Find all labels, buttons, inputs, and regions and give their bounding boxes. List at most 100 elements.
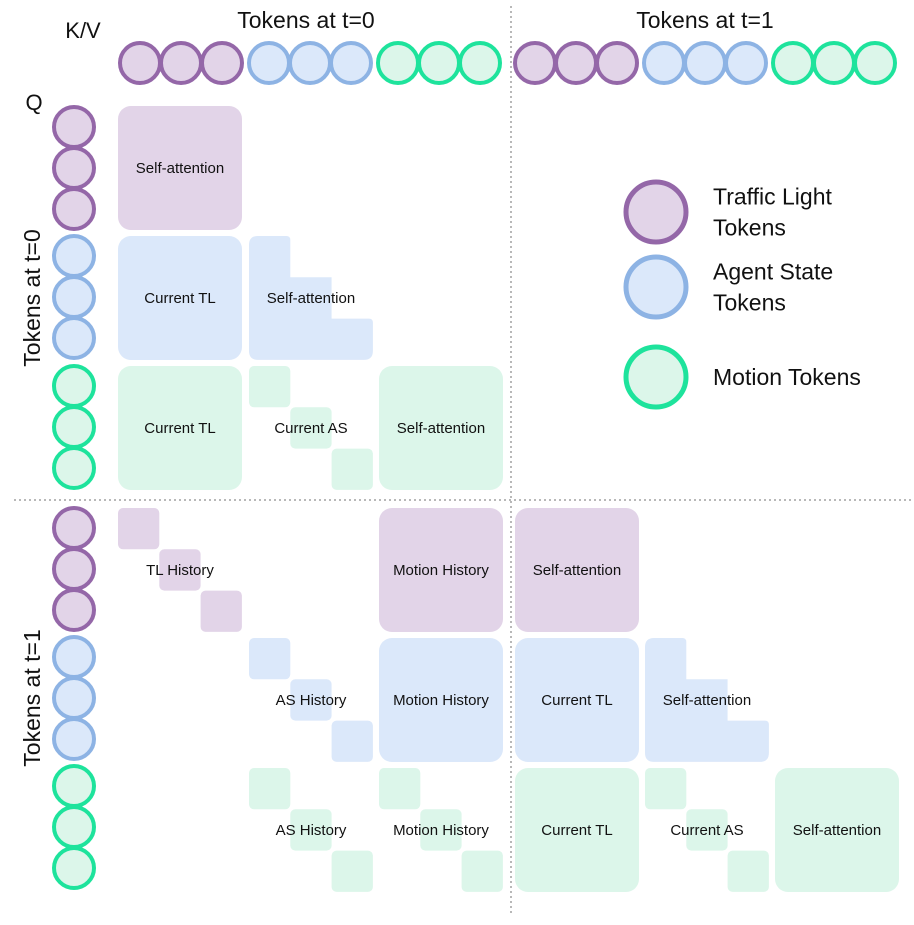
block-cell <box>249 768 291 810</box>
block-cell <box>420 809 462 851</box>
kv-token-circle <box>159 41 203 85</box>
kv-token-circle <box>376 41 420 85</box>
kv-token-circle <box>200 41 244 85</box>
token-circles <box>52 41 897 890</box>
q-token-circle <box>52 446 96 490</box>
kv-token-circle <box>642 41 686 85</box>
mask-block: Self-attention <box>118 106 242 230</box>
q-token-circle <box>52 846 96 890</box>
block-label: Current TL <box>541 822 612 839</box>
block-label: TL History <box>146 562 214 579</box>
legend-label: Tokens <box>713 215 786 241</box>
mask-block: Self-attention <box>379 366 503 490</box>
block-label: Motion History <box>393 822 489 839</box>
mask-block: Self-attention <box>515 508 639 632</box>
block-label: Current AS <box>670 822 743 839</box>
q-token-circle <box>52 506 96 550</box>
q-token-circle <box>52 146 96 190</box>
block-fill <box>118 106 242 230</box>
mask-block: Current TL <box>515 768 639 892</box>
block-cell <box>645 768 687 810</box>
kv-token-circle <box>771 41 815 85</box>
block-cell <box>249 366 291 408</box>
kv-token-circle <box>417 41 461 85</box>
mask-block: AS History <box>249 768 373 892</box>
legend-label: Traffic Light <box>713 184 832 210</box>
col-group-label-t0: Tokens at t=0 <box>237 7 374 33</box>
q-token-circle <box>52 588 96 632</box>
block-cell <box>727 850 769 892</box>
q-token-circle <box>52 717 96 761</box>
kv-token-circle <box>595 41 639 85</box>
legend-swatch <box>623 344 689 410</box>
mask-block: Current TL <box>515 638 639 762</box>
mask-block: Motion History <box>379 508 503 632</box>
kv-token-circle <box>513 41 557 85</box>
q-label: Q <box>25 90 42 115</box>
block-label: Self-attention <box>793 822 881 839</box>
row-group-label-t1: Tokens at t=1 <box>19 629 45 766</box>
mask-block: Self-attention <box>249 236 373 360</box>
kv-label: K/V <box>65 18 101 43</box>
block-label: Self-attention <box>397 420 485 437</box>
kv-token-circle <box>812 41 856 85</box>
mask-block: Current AS <box>249 366 373 490</box>
block-label: Motion History <box>393 692 489 709</box>
mask-block: Current AS <box>645 768 769 892</box>
block-fill <box>249 236 373 360</box>
block-fill <box>118 236 242 360</box>
q-token-circle <box>52 405 96 449</box>
mask-block: Motion History <box>379 768 503 892</box>
mask-block: Motion History <box>379 638 503 762</box>
kv-token-circle <box>554 41 598 85</box>
q-token-circle <box>52 635 96 679</box>
legend-swatch <box>623 254 689 320</box>
q-token-circle <box>52 316 96 360</box>
kv-token-circle <box>724 41 768 85</box>
block-label: Self-attention <box>663 692 751 709</box>
q-token-circle <box>52 364 96 408</box>
kv-token-circle <box>288 41 332 85</box>
q-token-circle <box>52 234 96 278</box>
block-cell <box>331 850 373 892</box>
block-fill <box>379 638 503 762</box>
block-cell <box>290 407 332 449</box>
q-token-circle <box>52 676 96 720</box>
legend-item: Motion Tokens <box>623 344 861 410</box>
row-group-label-t0: Tokens at t=0 <box>19 229 45 366</box>
block-cell <box>290 679 332 721</box>
q-token-circle <box>52 547 96 591</box>
block-fill <box>775 768 899 892</box>
legend-label: Agent State <box>713 259 833 285</box>
mask-block: Self-attention <box>775 768 899 892</box>
mask-block: Current TL <box>118 366 242 490</box>
block-fill <box>118 366 242 490</box>
mask-block: Self-attention <box>645 638 769 762</box>
col-group-label-t1: Tokens at t=1 <box>636 7 773 33</box>
block-cell <box>200 590 242 632</box>
q-token-circle <box>52 105 96 149</box>
block-label: Current TL <box>144 420 215 437</box>
block-label: AS History <box>276 692 347 709</box>
block-cell <box>331 720 373 762</box>
legend-label: Tokens <box>713 290 786 316</box>
block-label: Self-attention <box>136 160 224 177</box>
block-label: Current AS <box>274 420 347 437</box>
block-label: Self-attention <box>267 290 355 307</box>
kv-token-circle <box>118 41 162 85</box>
kv-token-circle <box>329 41 373 85</box>
block-fill <box>379 366 503 490</box>
block-label: AS History <box>276 822 347 839</box>
kv-token-circle <box>458 41 502 85</box>
q-token-circle <box>52 275 96 319</box>
block-cell <box>249 638 291 680</box>
q-token-circle <box>52 764 96 808</box>
legend-label: Motion Tokens <box>713 364 861 390</box>
block-label: Current TL <box>144 290 215 307</box>
